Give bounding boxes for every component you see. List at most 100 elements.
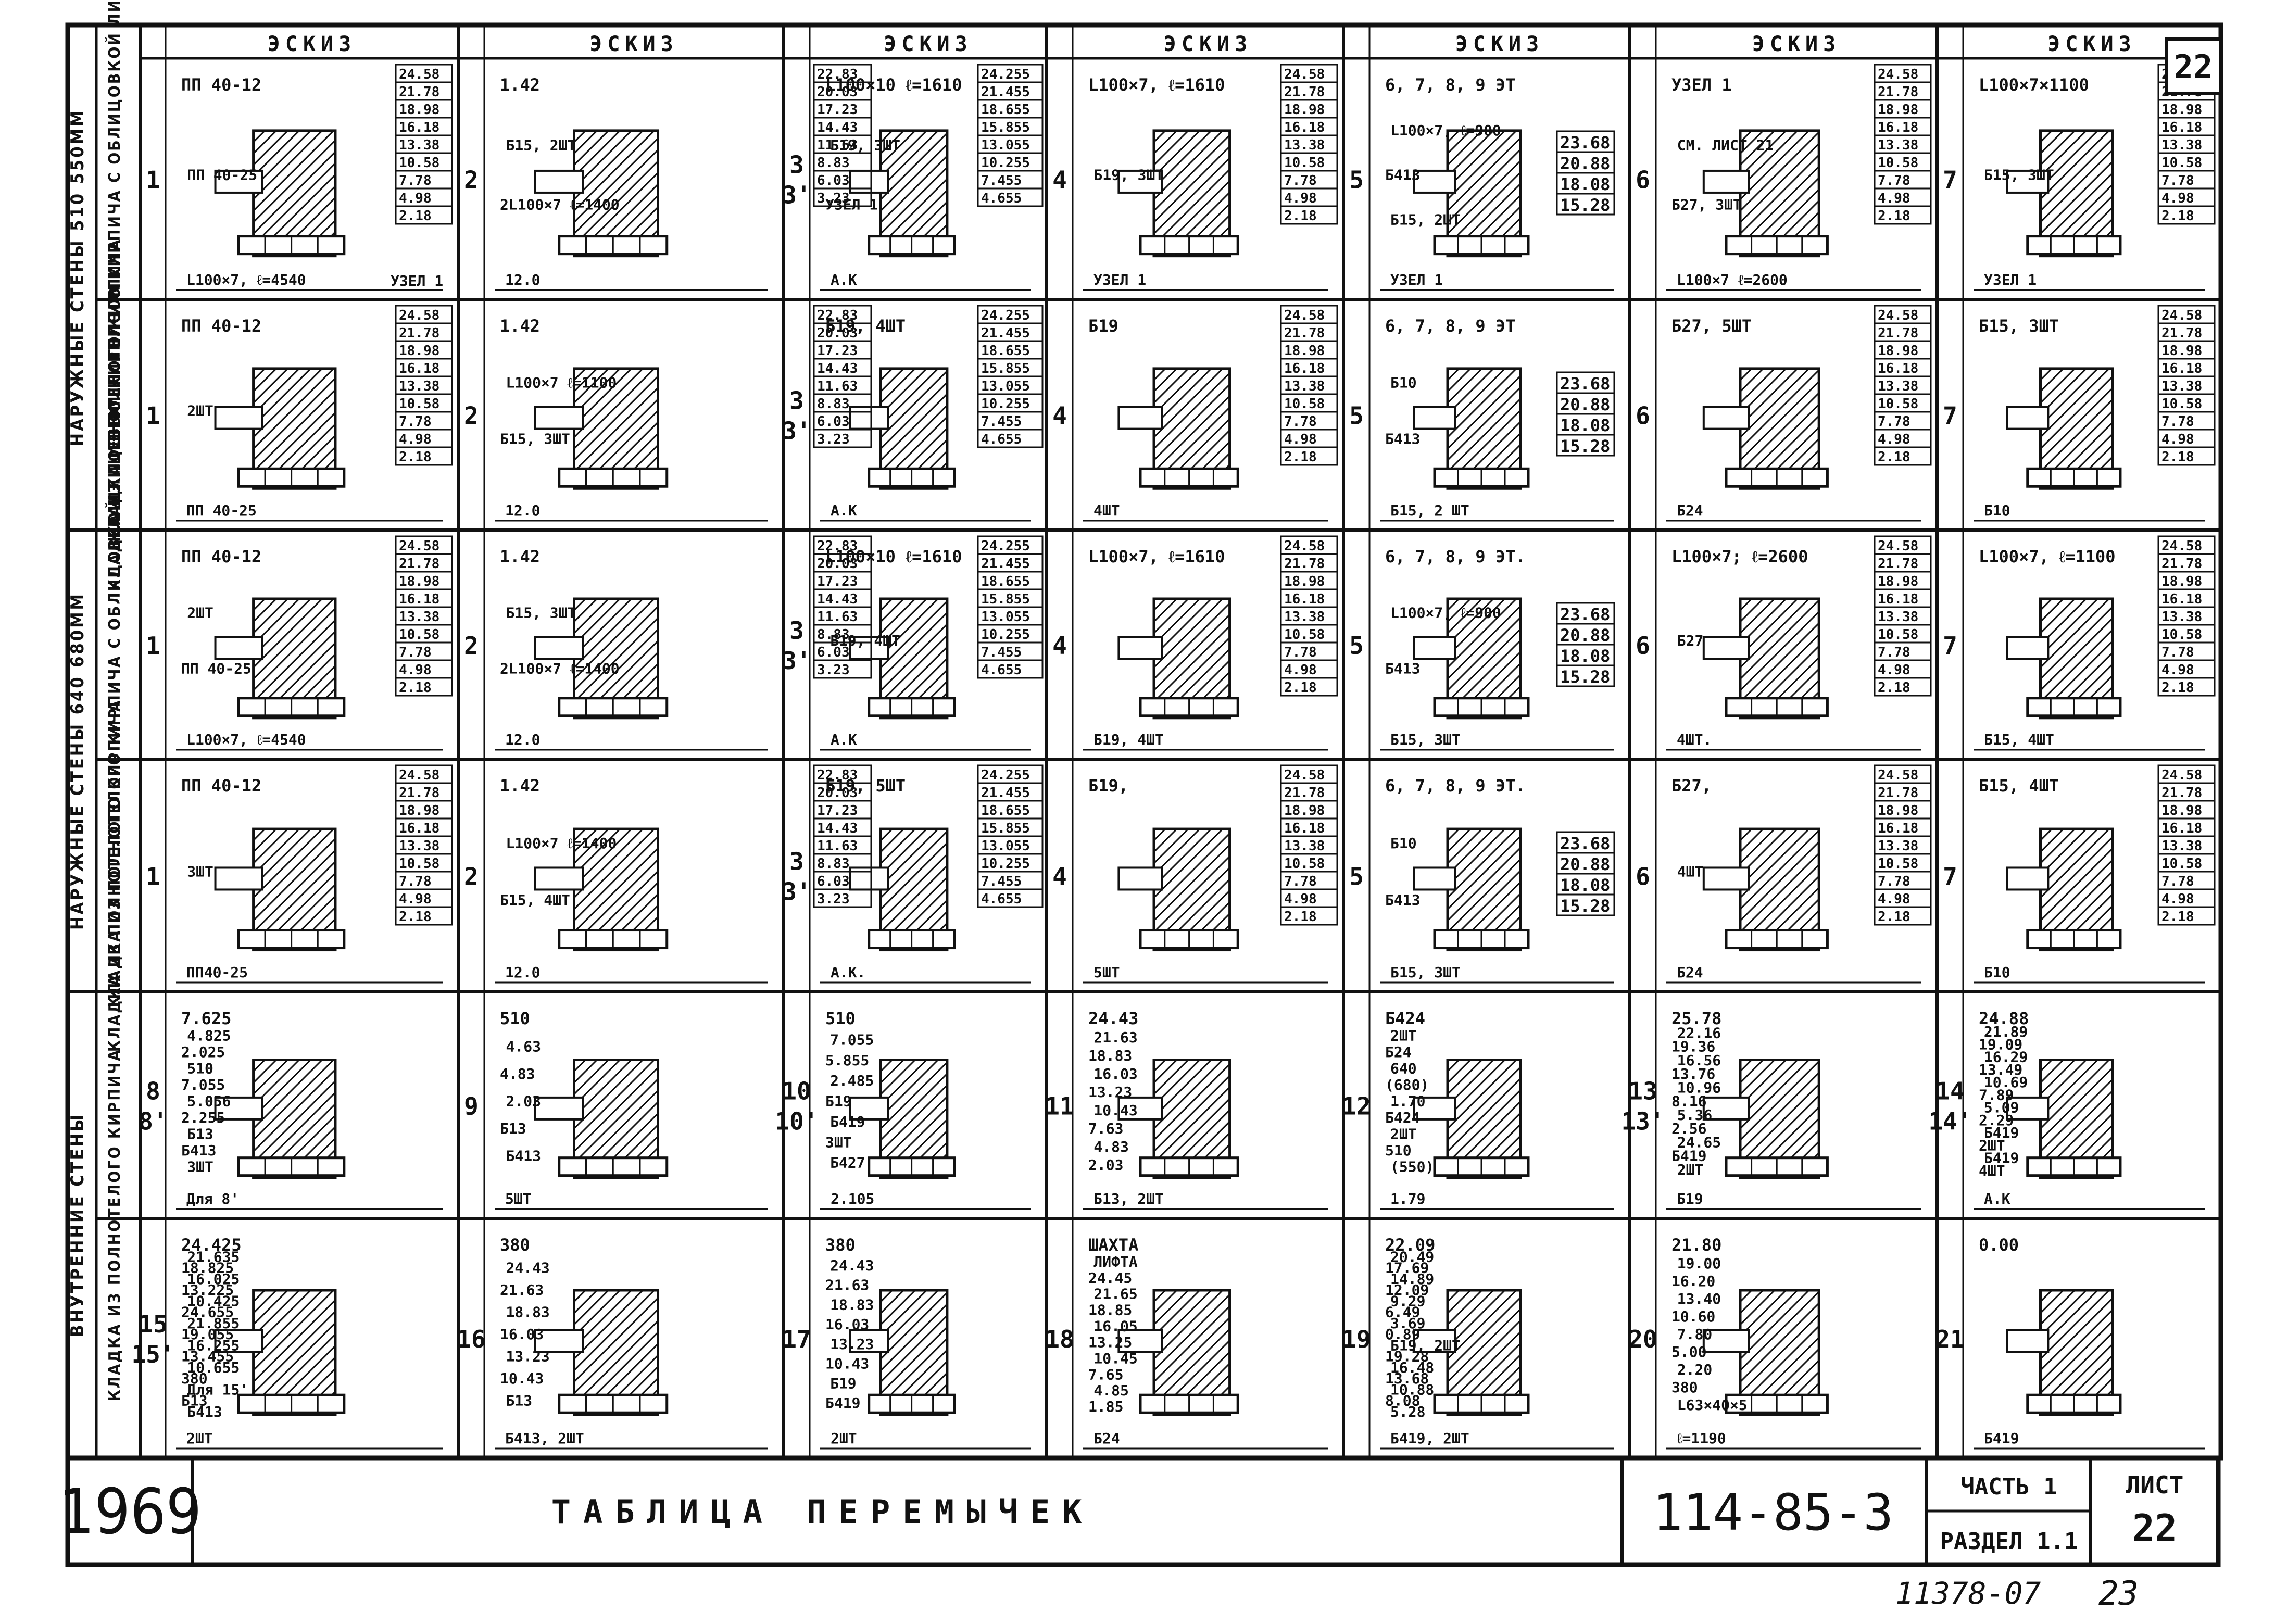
sketch-label: Б13, 2ШТ bbox=[1093, 1190, 1164, 1207]
hatch-line bbox=[1740, 829, 1787, 876]
sketch-label: 10.69 bbox=[1984, 1074, 2028, 1091]
hatch-line bbox=[1154, 829, 1212, 888]
hatch-line bbox=[881, 611, 947, 681]
hatch-line bbox=[1740, 369, 1819, 450]
sketch-label: 10.43 bbox=[1093, 1102, 1137, 1119]
hatch-line bbox=[2040, 130, 2098, 190]
sketch-number: 10 bbox=[782, 1077, 811, 1105]
elevation-value: 15.28 bbox=[1560, 195, 1610, 215]
hatch-line bbox=[2040, 829, 2087, 876]
elevation-value: 20.88 bbox=[1560, 625, 1610, 645]
elevation-value: 14.43 bbox=[817, 821, 858, 836]
hatch-line bbox=[2040, 829, 2098, 888]
sketch-label: 10.43 bbox=[825, 1355, 869, 1373]
node-note: УЗЕЛ 1 bbox=[391, 272, 443, 289]
sketch-label: 21.80 bbox=[1671, 1235, 1721, 1255]
floor-slab bbox=[1117, 406, 1163, 430]
elevation-value: 15.855 bbox=[981, 591, 1030, 607]
sketch-label: 4.83 bbox=[500, 1065, 535, 1082]
hatch-line bbox=[1154, 130, 1201, 178]
hatch-line bbox=[881, 1314, 947, 1383]
sketch-label: 10.425 bbox=[187, 1292, 240, 1310]
floor-slab bbox=[849, 406, 889, 430]
hatch-line bbox=[574, 137, 658, 224]
sketch-label: 1.70 bbox=[1390, 1093, 1425, 1110]
hatch-line bbox=[574, 375, 658, 462]
elevation-value: 18.98 bbox=[1878, 343, 1918, 359]
elevation-value: 13.38 bbox=[2161, 137, 2202, 153]
elevation-value: 16.18 bbox=[1284, 120, 1325, 135]
sketch-label: Б19, 3ШТ bbox=[830, 136, 900, 154]
hatch-line bbox=[253, 607, 335, 692]
hatch-line bbox=[253, 368, 300, 416]
hatch-line bbox=[2040, 1060, 2064, 1084]
sketch-cell: 424.5821.7818.9816.1813.3810.587.784.982… bbox=[1052, 764, 1338, 984]
sketch-label: 380 bbox=[181, 1370, 208, 1387]
sketch-label: Б24 bbox=[1093, 1430, 1120, 1447]
hatch-line bbox=[881, 155, 947, 224]
hatch-line bbox=[1740, 599, 1787, 646]
hatch-line bbox=[1448, 136, 1520, 212]
section-label: РАЗДЕЛ 1.1 bbox=[1940, 1528, 2078, 1555]
elevation-value: 10.255 bbox=[981, 155, 1030, 171]
sketch-label: Б24 bbox=[1677, 964, 1703, 981]
elevation-value: 18.98 bbox=[1284, 102, 1325, 118]
elevation-value: 13.38 bbox=[399, 137, 439, 153]
hatch-line bbox=[2040, 1060, 2076, 1096]
sketch-label: УЗЕЛ 1 bbox=[1671, 75, 1732, 95]
hatch-line bbox=[881, 1060, 904, 1084]
elevation-value: 6.03 bbox=[817, 173, 850, 188]
hatch-line bbox=[2040, 130, 2076, 167]
hatch-line bbox=[881, 1060, 916, 1096]
hatch-line bbox=[1154, 368, 1201, 416]
elevation-value: 16.18 bbox=[1878, 591, 1918, 607]
elevation-value: 20.88 bbox=[1560, 395, 1610, 414]
hatch-line bbox=[1740, 1060, 1799, 1118]
elevation-value: 4.98 bbox=[399, 432, 432, 447]
hatch-line bbox=[1448, 1290, 1494, 1338]
elevation-value: 13.38 bbox=[1878, 137, 1918, 153]
hatch-line bbox=[574, 1060, 621, 1107]
elevation-value: 18.08 bbox=[1560, 416, 1610, 435]
floor-slab bbox=[2006, 1096, 2050, 1121]
elevation-value: 21.78 bbox=[399, 84, 439, 100]
sketch-label: Б419 bbox=[1984, 1124, 2019, 1141]
sketch-label: 510 bbox=[825, 1009, 856, 1028]
hatch-line bbox=[1740, 1290, 1776, 1326]
sketch-label: ЛИФТА bbox=[1093, 1253, 1137, 1270]
sketch-label: 3ШТ bbox=[187, 863, 213, 880]
sketch-label: Б413, 2ШТ bbox=[505, 1430, 584, 1447]
row-label: КЛАДКА ИЗ ПОЛНОТЕЛОГО КИРПИЧА bbox=[106, 1049, 124, 1401]
elevation-value: 24.58 bbox=[1284, 67, 1325, 82]
sketch-label: 21.855 bbox=[187, 1315, 240, 1332]
hatch-line bbox=[253, 837, 335, 922]
hatch-line bbox=[1154, 829, 1201, 876]
elevation-value: 18.98 bbox=[1284, 803, 1325, 819]
hatch-line bbox=[881, 841, 947, 911]
elevation-value: 24.58 bbox=[399, 308, 439, 323]
elevation-value: 20.88 bbox=[1560, 154, 1610, 173]
elevation-value: 7.78 bbox=[399, 414, 432, 430]
floor-slab bbox=[214, 866, 263, 891]
elevation-value: 15.28 bbox=[1560, 667, 1610, 687]
sketch-label: 2ШТ bbox=[1979, 1137, 2005, 1154]
sketch-label: ШАХТА bbox=[1088, 1235, 1138, 1255]
sketch-number: 13 bbox=[1628, 1077, 1657, 1105]
hatch-line bbox=[881, 166, 947, 235]
hatch-line bbox=[574, 130, 655, 212]
sketch-label: Б15, 3ШТ bbox=[1390, 964, 1461, 981]
elevation-value: 15.855 bbox=[981, 821, 1030, 836]
hatch-line bbox=[881, 599, 939, 658]
sketch-cell: 12Б4242ШТБ24640(680)1.70Б4242ШТ510(550)1… bbox=[1342, 1009, 1614, 1210]
elevation-box bbox=[1556, 664, 1615, 687]
sketch-label: Б419 bbox=[825, 1394, 860, 1412]
sketch-label: 24.43 bbox=[1088, 1009, 1138, 1028]
elevation-value: 2.18 bbox=[399, 680, 432, 696]
hatch-line bbox=[881, 1072, 947, 1141]
elevation-value: 7.78 bbox=[1284, 645, 1317, 660]
sketch-label: 19.28 bbox=[1385, 1348, 1429, 1365]
sketch-label: Б19, 4ШТ bbox=[1093, 731, 1164, 748]
sketch-cell: 724.5821.7818.9816.1813.3810.587.784.982… bbox=[1943, 64, 2216, 291]
sketch-label: 7.63 bbox=[1088, 1120, 1123, 1137]
elevation-box bbox=[2157, 906, 2216, 926]
